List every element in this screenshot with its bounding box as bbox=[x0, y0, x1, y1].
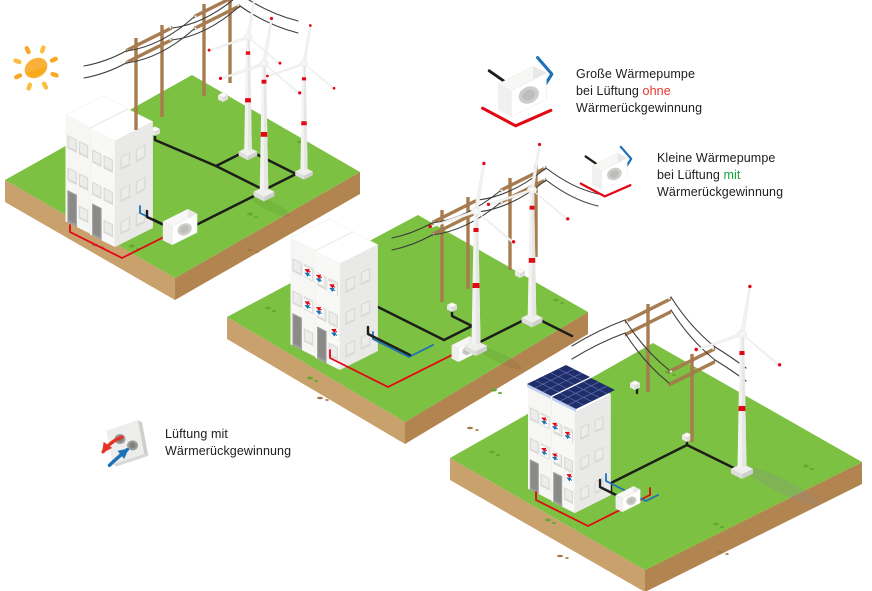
soil bbox=[405, 312, 588, 444]
large-heat-pump-icon bbox=[481, 56, 554, 128]
power-pole-icon bbox=[391, 164, 599, 303]
soil bbox=[5, 180, 175, 300]
legend-line: Wärmerückgewinnung bbox=[576, 101, 703, 115]
solar-panel-icon bbox=[527, 365, 615, 412]
grass-platform bbox=[227, 215, 588, 422]
soil bbox=[645, 462, 862, 591]
apartment-building bbox=[291, 219, 378, 370]
legend-line: bei Lüftung ohne bbox=[576, 84, 671, 98]
legend-large-heat-pump: Große Wärmepumpe bei Lüftung ohne Wärmer… bbox=[576, 66, 702, 117]
keyword-ohne: ohne bbox=[642, 84, 671, 98]
legend-line: Lüftung mit bbox=[165, 427, 228, 441]
soil bbox=[175, 172, 360, 300]
legend-ventilation: Lüftung mit Wärmerückgewinnung bbox=[165, 426, 291, 460]
scene-large-heat-pump bbox=[5, 0, 360, 300]
legend-line: Wärmerückgewinnung bbox=[165, 444, 292, 458]
legend-line: Große Wärmepumpe bbox=[576, 67, 695, 81]
soil bbox=[450, 458, 645, 591]
legend-small-heat-pump: Kleine Wärmepumpe bei Lüftung mit Wärmer… bbox=[657, 150, 783, 201]
sun-icon bbox=[13, 45, 59, 91]
heat-pump-pipes bbox=[69, 205, 171, 259]
legend-line: bei Lüftung mit bbox=[657, 168, 741, 182]
power-pole-icon bbox=[83, 0, 299, 131]
scene-small-heat-pump bbox=[227, 142, 599, 444]
keyword-mit: mit bbox=[723, 168, 741, 182]
scene-solar-building bbox=[450, 284, 862, 591]
apartment-building bbox=[66, 96, 153, 247]
legend-line: Kleine Wärmepumpe bbox=[657, 151, 776, 165]
small-heat-pump-icon bbox=[579, 145, 633, 198]
legend-line: Wärmerückgewinnung bbox=[657, 185, 784, 199]
heat-recovery-ventilation-icon bbox=[101, 420, 149, 468]
